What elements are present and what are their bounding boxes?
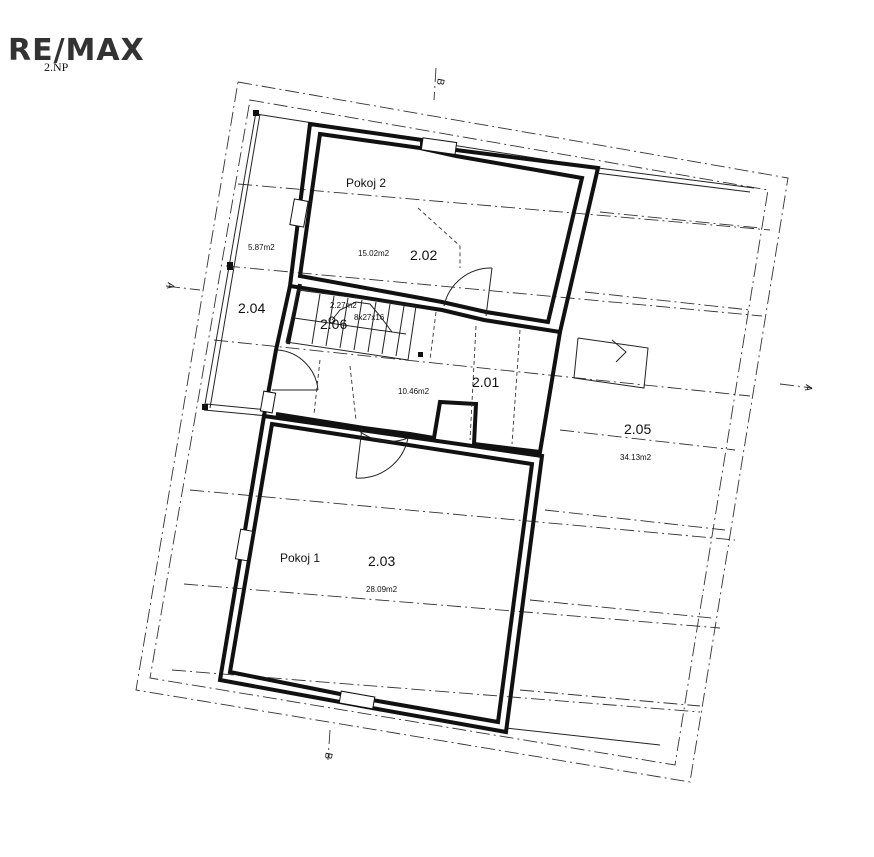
- section-a-left: A: [164, 281, 176, 290]
- section-a-right: A: [802, 383, 814, 392]
- room-number-2-04: 2.04: [238, 300, 265, 316]
- room-area-2-03: 28.09m2: [366, 585, 398, 594]
- hidden-lines: [313, 207, 649, 445]
- doors: [272, 267, 493, 479]
- room-number-2-02: 2.02: [410, 247, 437, 263]
- floor-label: 2.NP: [44, 60, 69, 74]
- room-number-2-01: 2.01: [472, 374, 499, 390]
- remax-logo: RE/MAX: [8, 33, 145, 68]
- balcony-outline: [202, 110, 269, 417]
- room-area-2-01: 10.46m2: [398, 387, 430, 396]
- roof-outline: [135, 81, 789, 783]
- windows: [234, 137, 458, 710]
- section-b-bottom: B: [322, 751, 334, 760]
- room-area-2-05: 34.13m2: [620, 453, 652, 462]
- room-area-2-02: 15.02m2: [358, 249, 390, 258]
- room-name-2-03: Pokoj 1: [280, 551, 320, 565]
- room-number-2-03: 2.03: [368, 553, 395, 569]
- room-labels: Pokoj 2 2.02 15.02m2 2.04 5.87m2 2.06 2.…: [238, 176, 652, 594]
- room-area-2-06: 2.27m2: [330, 301, 357, 310]
- room-area-2-04: 5.87m2: [248, 243, 275, 252]
- staircase: [285, 289, 423, 361]
- room-number-2-05: 2.05: [624, 421, 651, 437]
- room-name-2-02: Pokoj 2: [346, 176, 386, 190]
- section-markers: B B A A: [164, 67, 814, 760]
- section-b-top: B: [434, 77, 446, 86]
- rafters: [171, 183, 771, 713]
- room-number-2-06: 2.06: [320, 316, 347, 332]
- walls: [217, 121, 601, 735]
- stair-spec: 8x27x16: [354, 313, 385, 322]
